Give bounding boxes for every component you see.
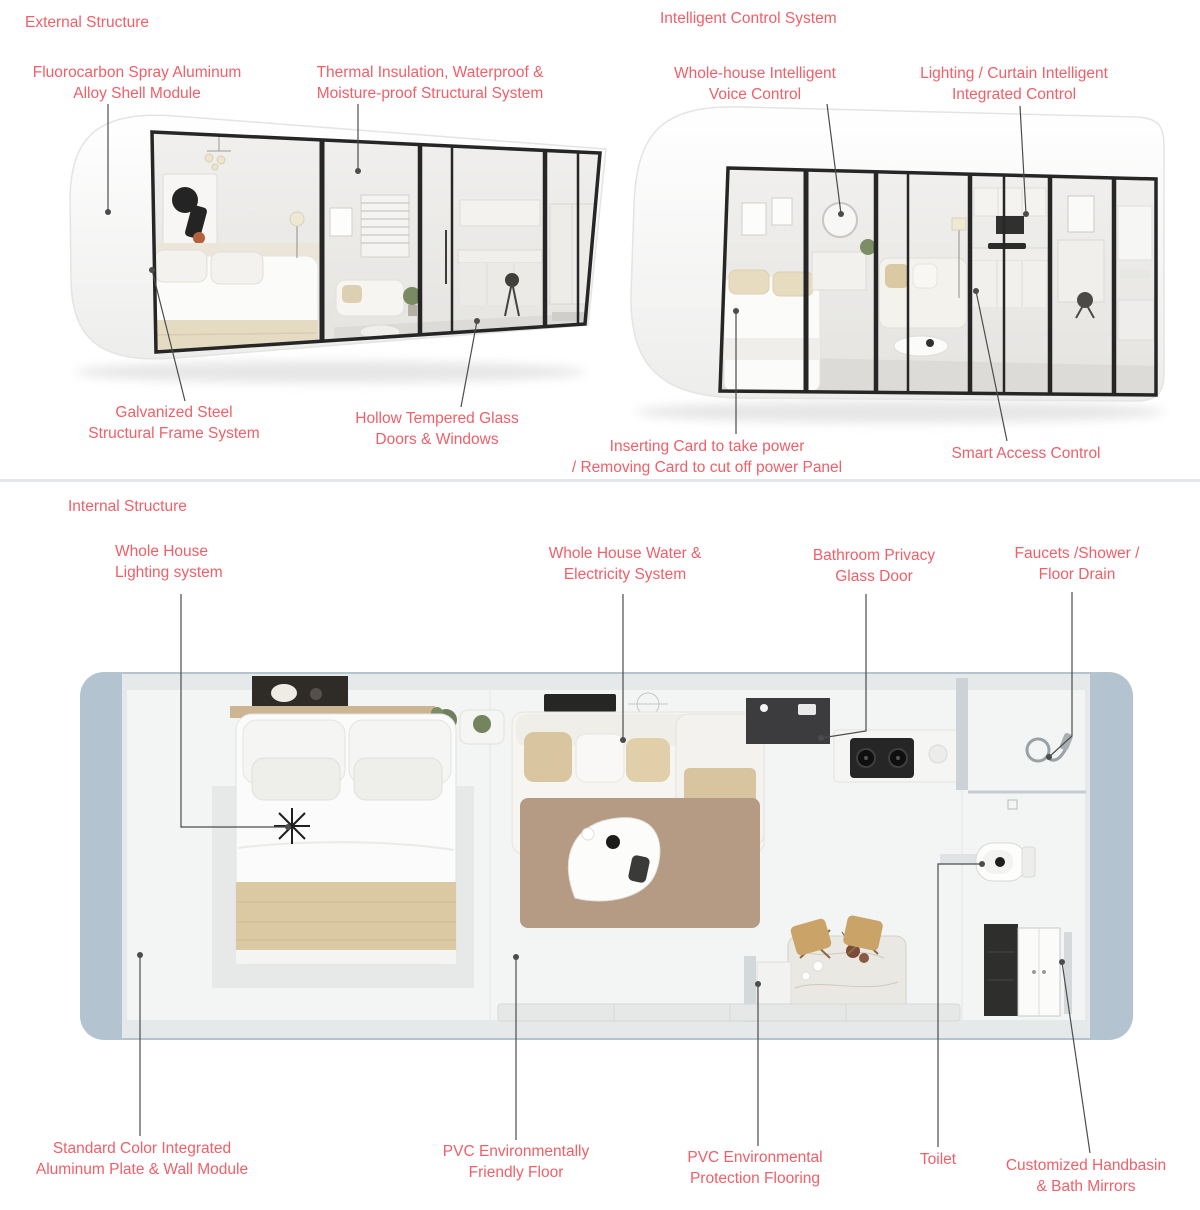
section-title-external: External Structure	[25, 14, 150, 31]
bottom-ledge	[497, 1003, 961, 1022]
vanity	[787, 929, 907, 1015]
coffee-table	[567, 817, 661, 902]
capsule-window-frames	[718, 166, 1158, 397]
label-aluminum-wall-module: Standard Color Integrated Aluminum Plate…	[35, 1140, 249, 1178]
leader-steel	[151, 269, 186, 402]
leader-privacy-door	[820, 594, 867, 739]
label-toilet: Toilet	[919, 1151, 957, 1168]
leader-lighting-curtain	[1019, 105, 1027, 215]
label-lighting-curtain-control: Lighting / Curtain Intelligent Integrate…	[920, 65, 1108, 103]
leader-voice	[826, 103, 842, 215]
leader-toilet	[937, 863, 982, 1147]
label-water-electricity: Whole House Water & Electricity System	[548, 545, 702, 583]
leader-access	[975, 290, 1008, 442]
floorplan-living-room	[511, 692, 765, 928]
label-privacy-glass-door: Bathroom Privacy Glass Door	[812, 547, 936, 585]
label-faucets-shower-drain: Faucets /Shower / Floor Drain	[1014, 545, 1140, 583]
floor-drain	[1007, 799, 1018, 810]
label-pvc-friendly-floor: PVC Environmentally Friendly Floor	[442, 1143, 590, 1181]
toilet	[940, 842, 1036, 882]
stool	[790, 918, 832, 959]
intelligent-capsule-illustration	[630, 106, 1165, 423]
floorplan-illustration	[80, 672, 1133, 1040]
label-power-card-panel: Inserting Card to take power / Removing …	[571, 438, 843, 476]
label-pvc-protection-flooring: PVC Environmental Protection Flooring	[687, 1149, 823, 1187]
handbasin-cabinet	[984, 924, 1072, 1017]
capsule-shadow	[635, 401, 1165, 423]
label-smart-access: Smart Access Control	[951, 445, 1101, 462]
bath-mirror	[1064, 932, 1072, 1014]
label-steel-frame: Galvanized Steel Structural Frame System	[88, 404, 260, 442]
capsule-interior	[720, 168, 1156, 395]
stool	[843, 915, 883, 955]
kitchen-dark-counter	[746, 698, 830, 744]
headboard-art	[252, 676, 348, 710]
sink	[928, 744, 948, 764]
label-shell-module: Fluorocarbon Spray Aluminum Alloy Shell …	[32, 64, 242, 102]
label-house-lighting: Whole House Lighting system	[115, 543, 223, 581]
label-voice-control: Whole-house Intelligent Voice Control	[674, 65, 836, 103]
leader-lines	[105, 103, 1091, 1154]
floorplan-kitchen	[746, 678, 968, 790]
capsule-shadow	[75, 361, 585, 383]
label-handbasin-mirrors: Customized Handbasin & Bath Mirrors	[1005, 1157, 1167, 1195]
tv	[544, 694, 616, 712]
bed	[235, 713, 457, 965]
external-capsule-illustration	[69, 114, 607, 383]
partition-wall	[956, 678, 968, 790]
label-thermal-system: Thermal Insulation, Waterproof & Moistur…	[316, 64, 544, 102]
floorplan-bathroom	[497, 732, 1086, 1022]
cooktop	[850, 738, 914, 778]
section-title-internal: Internal Structure	[68, 498, 187, 515]
leader-glass	[460, 320, 478, 408]
section-title-intelligent: Intelligent Control System	[660, 10, 837, 27]
section-divider	[0, 479, 1200, 482]
capsule-interior	[152, 132, 600, 352]
leader-faucets	[1048, 592, 1073, 758]
label-tempered-glass: Hollow Tempered Glass Doors & Windows	[355, 410, 519, 448]
floorplan-bedroom	[212, 676, 505, 988]
leader-house-lighting	[180, 594, 288, 828]
leader-handbasin	[1061, 961, 1091, 1154]
